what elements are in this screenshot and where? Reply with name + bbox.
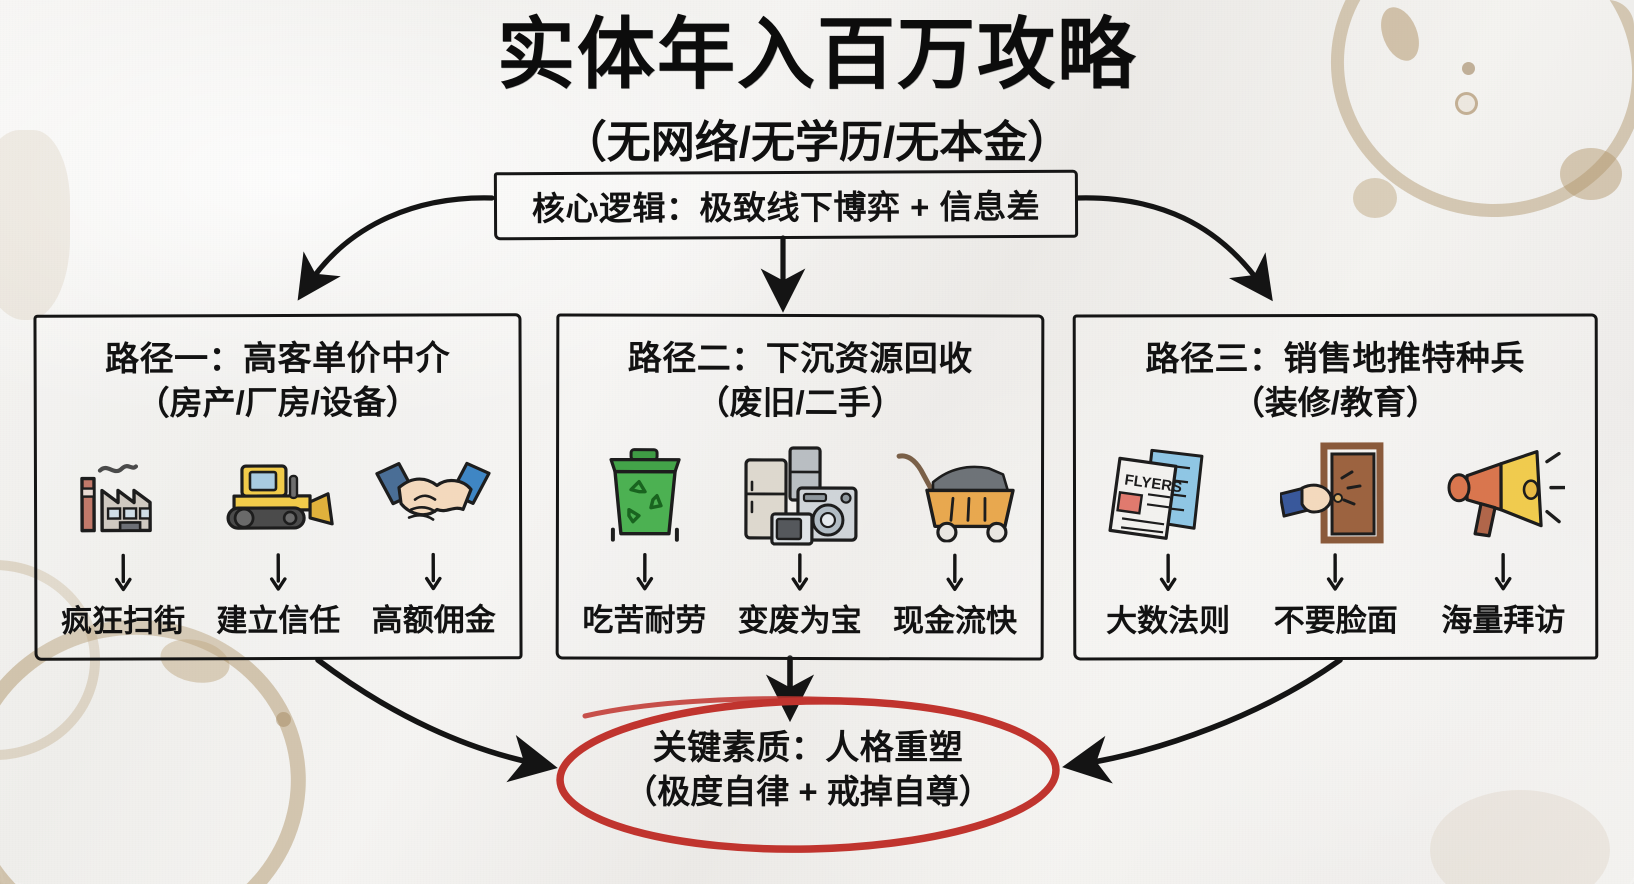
- handcart-icon: [890, 439, 1020, 549]
- path-1-leaf-3: 高额佣金: [359, 552, 509, 639]
- conclusion-block: 关键素质：人格重塑 （极度自律 + 戒掉自尊）: [558, 700, 1058, 852]
- conclusion-line-2: （极度自律 + 戒掉自尊）: [624, 772, 992, 810]
- path-3-leaf-3: 海量拜访: [1428, 553, 1578, 640]
- path-3-icon-row: FLYERS: [1084, 437, 1587, 550]
- path-1-leaf-label-3: 高额佣金: [371, 602, 496, 638]
- down-arrow-icon: [791, 553, 809, 591]
- down-arrow-icon: [1495, 553, 1512, 591]
- appliances-icon: [735, 439, 865, 549]
- flyers-icon: FLYERS: [1103, 439, 1233, 549]
- down-arrow-icon: [114, 553, 132, 592]
- conclusion-text: 关键素质：人格重塑 （极度自律 + 戒掉自尊）: [558, 726, 1058, 814]
- path-1-subtitle: （房产/厂房/设备）: [136, 383, 419, 422]
- megaphone-icon: [1438, 439, 1568, 549]
- down-arrow-icon: [269, 553, 287, 591]
- path-1-leaf-label-1: 疯狂扫街: [61, 603, 186, 639]
- path-3-leaf-label-1: 大数法则: [1106, 603, 1231, 639]
- path-2-icon-row: [567, 437, 1033, 550]
- path-2-label-row: 吃苦耐劳 变废为宝 现金流快: [567, 552, 1033, 644]
- door-knock-icon: [1270, 439, 1400, 549]
- factory-icon: [58, 439, 188, 549]
- path-1-leaf-1: 疯狂扫街: [48, 553, 198, 640]
- path-1-label-row: 疯狂扫街 建立信任 高额佣金: [45, 552, 511, 643]
- path-3-leaf-label-3: 海量拜访: [1441, 602, 1566, 638]
- path-3-title: 路径三：销售地推特种兵: [1145, 339, 1526, 379]
- path-2-leaf-label-3: 现金流快: [892, 603, 1018, 639]
- path-1-leaf-2: 建立信任: [203, 553, 353, 640]
- handshake-icon: [368, 438, 498, 548]
- path-2-leaf-label-2: 变废为宝: [737, 602, 862, 639]
- path-3-label-row: 大数法则 不要脸面 海量拜访: [1084, 553, 1587, 644]
- down-arrow-icon: [1159, 553, 1177, 591]
- down-arrow-icon: [425, 552, 442, 591]
- page-title: 实体年入百万攻略: [496, 10, 1137, 98]
- path-3-leaf-2: 不要脸面: [1261, 553, 1411, 640]
- path-3-subtitle: （装修/教育）: [1231, 383, 1439, 422]
- path-3-leaf-label-2: 不要脸面: [1273, 602, 1398, 639]
- core-logic-box: 核心逻辑：极致线下博弈 + 信息差: [493, 169, 1079, 241]
- bulldozer-icon: [213, 439, 343, 549]
- path-1-icon-row: [45, 436, 511, 549]
- path-2-leaf-3: 现金流快: [880, 553, 1030, 640]
- path-1-leaf-label-2: 建立信任: [216, 602, 341, 639]
- path-2-leaf-1: 吃苦耐劳: [569, 552, 719, 640]
- core-logic-text: 核心逻辑：极致线下博弈 + 信息差: [531, 187, 1041, 228]
- path-box-2: 路径二：下沉资源回收 （废旧/二手）: [555, 313, 1045, 661]
- path-1-title: 路径一：高客单价中介: [105, 339, 451, 379]
- down-arrow-icon: [946, 553, 964, 592]
- path-2-subtitle: （废旧/二手）: [696, 383, 904, 422]
- path-3-leaf-1: 大数法则: [1093, 553, 1243, 640]
- down-arrow-icon: [636, 552, 653, 591]
- path-2-leaf-label-1: 吃苦耐劳: [582, 602, 707, 638]
- path-2-leaf-2: 变废为宝: [725, 553, 875, 640]
- path-box-1: 路径一：高客单价中介 （房产/厂房/设备）: [33, 313, 523, 661]
- path-2-title: 路径二：下沉资源回收: [627, 339, 973, 379]
- down-arrow-icon: [1327, 553, 1344, 591]
- recycle-bin-icon: [580, 439, 710, 549]
- conclusion-line-1: 关键素质：人格重塑: [652, 729, 964, 767]
- path-box-3: 路径三：销售地推特种兵 （装修/教育） FLYERS: [1072, 313, 1599, 661]
- page-subtitle: （无网络/无学历/无本金）: [562, 118, 1072, 167]
